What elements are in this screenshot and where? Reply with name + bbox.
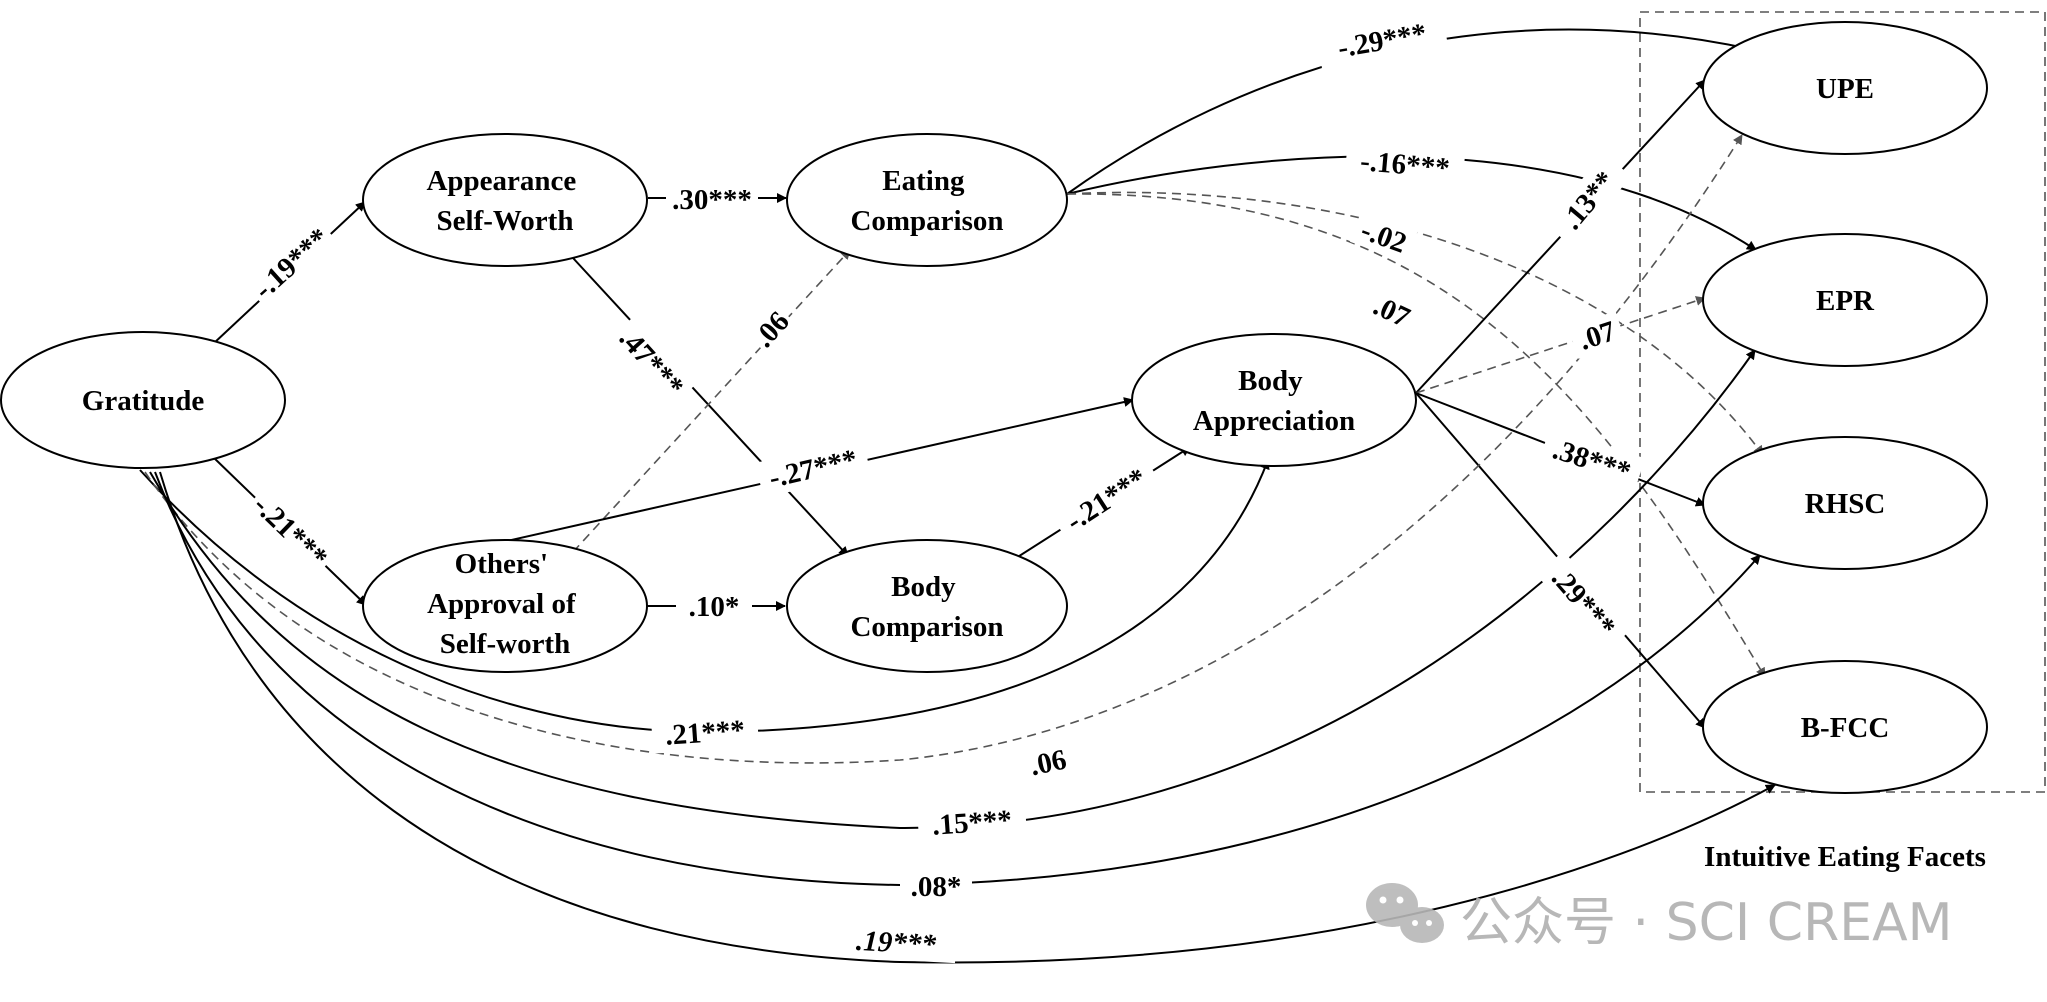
node-others-line-2: Approval of: [427, 588, 576, 620]
node-eating-line-1: Eating: [882, 165, 965, 197]
svg-text:Eating Comparison: Eating Comparison: [850, 165, 1003, 237]
svg-text:B-FCC: B-FCC: [1801, 712, 1890, 744]
node-upe-line: UPE: [1816, 73, 1874, 105]
node-others-line-3: Self-worth: [440, 628, 570, 660]
node-bfcc: B-FCC: [1702, 660, 1988, 794]
edge-appearance-bodycomp: [572, 257, 849, 557]
coef-gratitude-appearance: -.19***: [248, 222, 336, 306]
coef-gratitude-others: -.21***: [247, 489, 334, 574]
coef-appearance-eating: .30***: [672, 184, 752, 216]
coef-others-eating: .06: [748, 305, 796, 353]
edge-gratitude-upe: [144, 134, 1743, 764]
node-others-approval: Others' Approval of Self-worth: [362, 539, 648, 673]
node-epr: EPR: [1702, 233, 1988, 367]
node-body-comparison: Body Comparison: [786, 539, 1068, 673]
svg-text:Others' Approval of: Others' Approval of Self-worth: [427, 548, 583, 660]
node-epr-line: EPR: [1816, 285, 1875, 317]
edge-eating-bfcc: [1066, 193, 1766, 678]
coef-others-bodycomp: .10*: [689, 591, 740, 623]
edge-bodyapp-epr: [1415, 296, 1706, 394]
node-rhsc: RHSC: [1702, 436, 1988, 570]
edge-eating-rhsc: [1066, 191, 1764, 456]
node-gratitude-line: Gratitude: [82, 385, 205, 417]
watermark: 公众号 · SCI CREAM: [1366, 883, 1953, 953]
node-others-line-1: Others': [455, 548, 548, 580]
svg-text:Body Appreciation: Body Appreciation: [1193, 365, 1355, 437]
node-bodyapp-line-2: Appreciation: [1193, 405, 1355, 437]
watermark-text: 公众号 · SCI CREAM: [1460, 893, 1953, 953]
node-gratitude: Gratitude: [0, 331, 286, 469]
node-bfcc-line: B-FCC: [1801, 712, 1890, 744]
node-appearance-line-2: Self-Worth: [437, 205, 574, 237]
node-rhsc-line: RHSC: [1805, 488, 1886, 520]
coef-gratitude-epr: .15***: [931, 804, 1013, 841]
coef-gratitude-bfcc: .19***: [855, 925, 937, 961]
node-appearance-line-1: Appearance: [426, 165, 576, 197]
svg-text:EPR: EPR: [1816, 285, 1875, 317]
node-bodyapp-line-1: Body: [1238, 365, 1303, 397]
edge-gratitude-bfcc: [159, 471, 1776, 964]
svg-text:Body Comparison: Body Comparison: [850, 571, 1003, 643]
node-eating-line-2: Comparison: [850, 205, 1003, 237]
coef-gratitude-upe: .06: [1027, 744, 1069, 783]
node-appearance-self-worth: Appearance Self-Worth: [362, 133, 648, 267]
node-bodycomp-line-2: Comparison: [850, 611, 1003, 643]
node-bodycomp-line-1: Body: [891, 571, 956, 603]
node-eating-comparison: Eating Comparison: [786, 133, 1068, 267]
coef-gratitude-bodyapp: .21***: [664, 714, 746, 751]
coef-gratitude-rhsc: .08*: [911, 871, 962, 903]
node-body-appreciation: Body Appreciation: [1131, 333, 1417, 467]
outcome-group-label: Intuitive Eating Facets: [1704, 841, 1986, 873]
node-upe: UPE: [1702, 21, 1988, 155]
svg-text:Appearance Self-Worth: Appearance Self-Worth: [426, 165, 583, 237]
wechat-icon: [1366, 883, 1444, 943]
coef-eating-epr: -.16***: [1359, 145, 1451, 185]
edge-others-eating: [572, 249, 851, 553]
svg-text:Gratitude: Gratitude: [82, 385, 205, 417]
svg-text:RHSC: RHSC: [1805, 488, 1886, 520]
svg-text:UPE: UPE: [1816, 73, 1874, 105]
